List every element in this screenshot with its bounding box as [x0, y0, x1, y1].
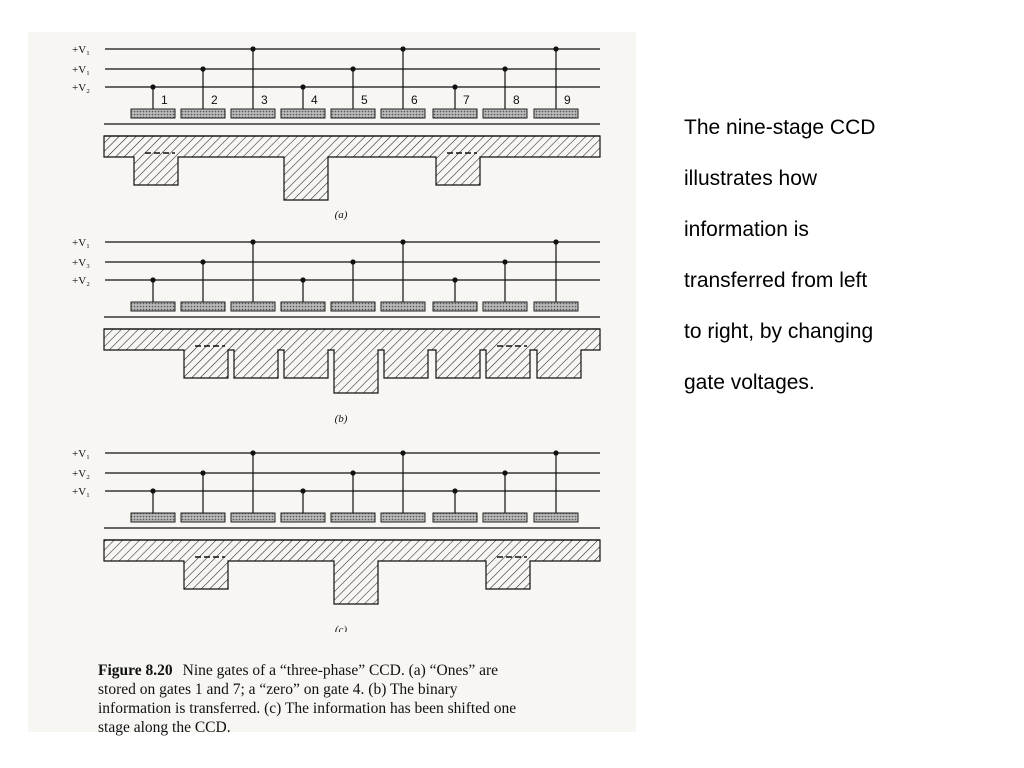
junction-dot-7 — [452, 277, 458, 283]
junction-dot-3 — [250, 46, 256, 52]
junction-dot-6 — [400, 46, 406, 52]
gate-number-4: 4 — [311, 93, 318, 107]
junction-dot-6 — [400, 450, 406, 456]
junction-dot-8 — [502, 66, 508, 72]
gate-electrode-1 — [130, 108, 176, 119]
gate-electrode-5 — [330, 512, 376, 523]
gate-electrode-5 — [330, 108, 376, 119]
panel-label: (b) — [335, 413, 348, 425]
gate-electrode-5 — [330, 301, 376, 312]
depletion-well-profile — [103, 328, 601, 394]
junction-dot-5 — [350, 470, 356, 476]
gate-number-5: 5 — [361, 93, 368, 107]
rail-label-2: +V₃ — [72, 257, 90, 269]
junction-dot-4 — [300, 488, 306, 494]
junction-dot-2 — [200, 470, 206, 476]
junction-dot-1 — [150, 84, 156, 90]
junction-dot-6 — [400, 239, 406, 245]
description-line-2: illustrates how — [684, 167, 818, 190]
ccd-panel-2: +V₁ +V₃ +V₂ (b) — [72, 237, 601, 425]
figure-caption: Figure 8.20 Nine gates of a “three-phase”… — [98, 661, 638, 737]
gate-electrode-3 — [230, 108, 276, 119]
junction-dot-5 — [350, 259, 356, 265]
junction-dot-7 — [452, 84, 458, 90]
rail-label-1: +V₁ — [72, 237, 90, 249]
junction-dot-8 — [502, 470, 508, 476]
junction-dot-4 — [300, 277, 306, 283]
panel-label: (c) — [335, 624, 348, 632]
depletion-well-profile — [103, 539, 601, 605]
description-line-6: gate voltages. — [684, 371, 815, 394]
junction-dot-5 — [350, 66, 356, 72]
gate-electrode-6 — [380, 512, 426, 523]
junction-dot-3 — [250, 239, 256, 245]
caption-line-1: Nine gates of a “three-phase” CCD. (a) “… — [182, 662, 499, 679]
gate-electrode-2 — [180, 108, 226, 119]
rail-label-3: +V₁ — [72, 486, 90, 498]
description-line-1: The nine-stage CCD — [684, 116, 876, 139]
gate-electrode-1 — [130, 301, 176, 312]
gate-electrode-8 — [482, 108, 528, 119]
rail-label-1: +V₁ — [72, 44, 90, 56]
description-line-5: to right, by changing — [684, 320, 874, 343]
depletion-well-profile — [103, 135, 601, 201]
description-text: The nine-stage CCD illustrates how infor… — [684, 102, 974, 408]
junction-dot-9 — [553, 239, 559, 245]
junction-dot-8 — [502, 259, 508, 265]
caption-line-2: stored on gates 1 and 7; a “zero” on gat… — [98, 681, 458, 698]
junction-dot-9 — [553, 450, 559, 456]
gate-electrode-3 — [230, 301, 276, 312]
panel-label: (a) — [335, 209, 348, 221]
gate-electrode-8 — [482, 512, 528, 523]
description-line-3: information is — [684, 218, 809, 241]
gate-number-2: 2 — [211, 93, 218, 107]
gate-electrode-6 — [380, 301, 426, 312]
gate-electrode-6 — [380, 108, 426, 119]
rail-label-3: +V₂ — [72, 82, 90, 94]
junction-dot-4 — [300, 84, 306, 90]
gate-electrode-2 — [180, 301, 226, 312]
junction-dot-2 — [200, 259, 206, 265]
gate-electrode-7 — [432, 301, 478, 312]
gate-number-9: 9 — [564, 93, 571, 107]
gate-electrode-4 — [280, 108, 326, 119]
gate-number-7: 7 — [463, 93, 470, 107]
gate-electrode-3 — [230, 512, 276, 523]
figure-label: Figure 8.20 — [98, 662, 173, 679]
junction-dot-7 — [452, 488, 458, 494]
rail-label-3: +V₂ — [72, 275, 90, 287]
gate-electrode-2 — [180, 512, 226, 523]
rail-label-1: +V₁ — [72, 448, 90, 460]
gate-electrode-9 — [533, 512, 579, 523]
gate-number-6: 6 — [411, 93, 418, 107]
gate-electrode-7 — [432, 512, 478, 523]
junction-dot-2 — [200, 66, 206, 72]
rail-label-2: +V₁ — [72, 64, 90, 76]
gate-electrode-4 — [280, 512, 326, 523]
junction-dot-1 — [150, 488, 156, 494]
junction-dot-9 — [553, 46, 559, 52]
junction-dot-3 — [250, 450, 256, 456]
caption-line-3: information is transferred. (c) The info… — [98, 700, 517, 717]
caption-line-4: stage along the CCD. — [98, 719, 231, 736]
gate-number-3: 3 — [261, 93, 268, 107]
gate-electrode-1 — [130, 512, 176, 523]
description-line-4: transferred from left — [684, 269, 868, 292]
gate-electrode-4 — [280, 301, 326, 312]
junction-dot-1 — [150, 277, 156, 283]
gate-electrode-9 — [533, 301, 579, 312]
ccd-panel-3: +V₁ +V₂ +V₁ (c) — [72, 448, 601, 632]
gate-number-8: 8 — [513, 93, 520, 107]
gate-electrode-8 — [482, 301, 528, 312]
gate-electrode-9 — [533, 108, 579, 119]
ccd-panel-1: +V₁ +V₁ +V₂ 1 2 3 4 5 6 7 8 9 (a) — [72, 44, 601, 221]
gate-number-1: 1 — [161, 93, 168, 107]
gate-electrode-7 — [432, 108, 478, 119]
rail-label-2: +V₂ — [72, 468, 90, 480]
